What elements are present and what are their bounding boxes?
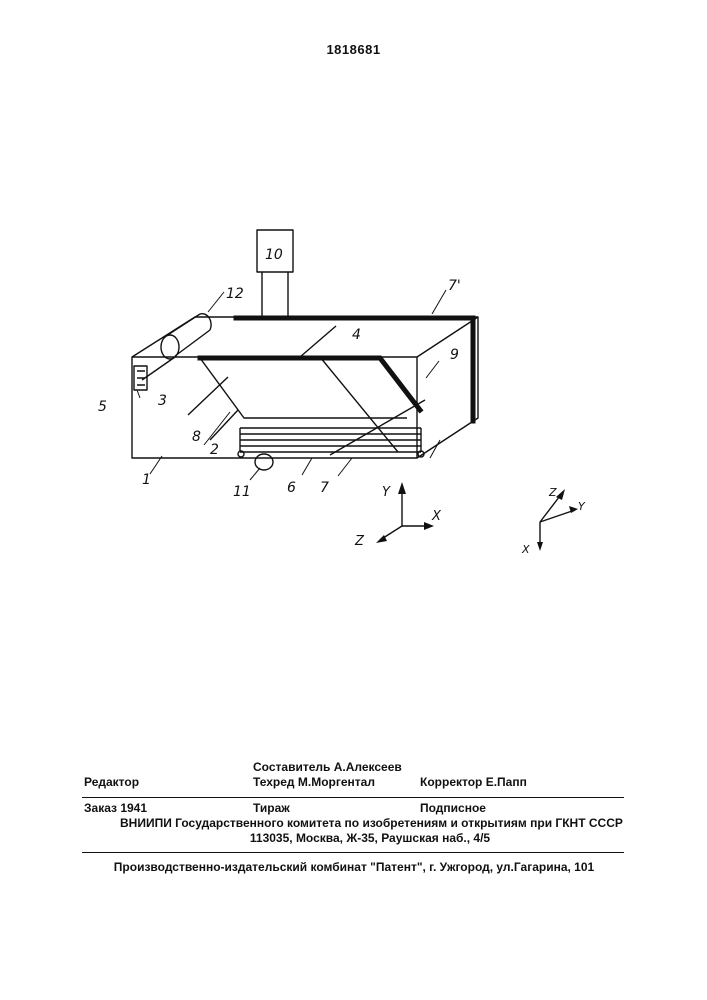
rx-arrow-head (537, 542, 543, 551)
element-5-lines (137, 371, 145, 385)
rotated-label-z: Z (548, 486, 557, 499)
techred: Техред М.Моргентал (253, 775, 375, 789)
compiler: Составитель А.Алексеев (253, 760, 402, 774)
axis-label-x: X (431, 509, 442, 524)
apparatus-drawing: 10 12 7' 4 9 5 3 8 2 1 11 6 7 Y X Z Z Y … (0, 0, 707, 620)
circulation: Тираж (253, 801, 290, 815)
divider-8 (188, 377, 228, 415)
label-6: 6 (287, 480, 296, 496)
housing-outline (132, 317, 478, 458)
label-2: 2 (210, 442, 219, 458)
divider-4a (300, 326, 336, 357)
subscription: Подписное (420, 801, 486, 815)
label-9: 9 (450, 347, 459, 363)
order: Заказ 1941 (84, 801, 147, 815)
plates-6 (240, 428, 421, 452)
label-10: 10 (265, 247, 283, 263)
corrector: Корректор Е.Папп (420, 775, 527, 789)
housing-front-top-edge (132, 317, 478, 357)
footer-rule-bottom (82, 852, 624, 853)
axis-label-y: Y (382, 485, 391, 500)
label-1: 1 (142, 472, 151, 488)
label-7-prime: 7' (448, 278, 461, 294)
label-7: 7 (320, 480, 329, 496)
label-3: 3 (158, 393, 167, 409)
rotated-label-x: X (521, 543, 530, 556)
label-12: 12 (226, 286, 244, 302)
label-8: 8 (192, 429, 201, 445)
post (262, 272, 288, 317)
label-4: 4 (352, 327, 361, 343)
axis-label-z: Z (354, 534, 365, 549)
y-arrow-head (398, 482, 406, 494)
label-11: 11 (233, 484, 251, 500)
publisher: Производственно-издательский комбинат "П… (84, 860, 624, 874)
label-5: 5 (98, 399, 107, 415)
institute-line-2: 113035, Москва, Ж-35, Раушская наб., 4/5 (120, 831, 620, 845)
trough (200, 358, 407, 418)
footer-rule-top (82, 797, 624, 798)
rotated-label-y: Y (578, 500, 586, 513)
divider-2 (210, 410, 238, 440)
editor-label: Редактор (84, 775, 139, 789)
roller-11 (255, 454, 273, 470)
institute-line-1: ВНИИПИ Государственного комитета по изоб… (120, 816, 620, 830)
